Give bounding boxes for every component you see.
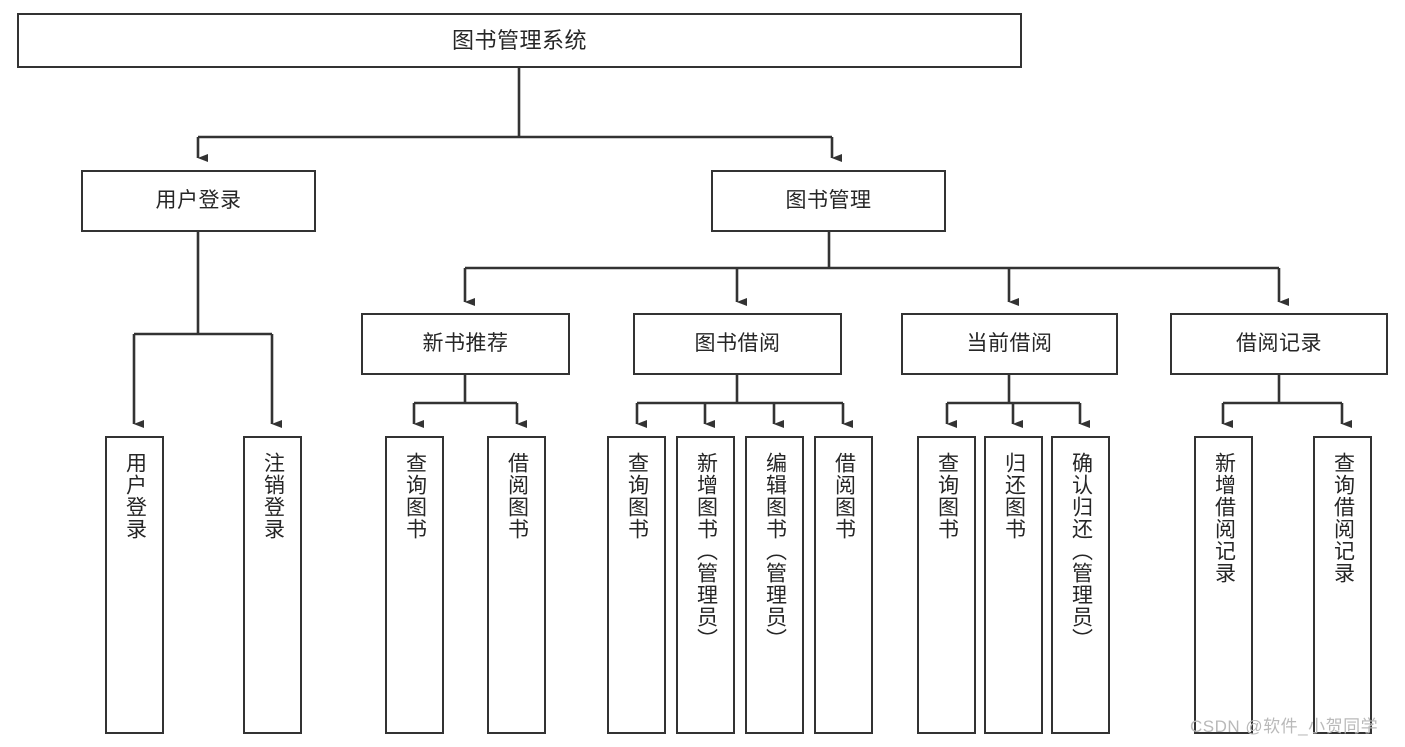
leaf-records-query-record[interactable]: 查询借阅记录	[1313, 436, 1372, 734]
leaf-borrow-lend-book[interactable]: 借阅图书	[814, 436, 873, 734]
node-book-management[interactable]: 图书管理	[711, 170, 946, 232]
leaf-borrow-edit-book-admin[interactable]: 编辑图书（管理员）	[745, 436, 804, 734]
leaf-user-logout-label: 注销登录	[261, 452, 285, 540]
leaf-current-return-book-label: 归还图书	[1002, 452, 1026, 540]
leaf-borrow-add-book-admin-label: 新增图书（管理员）	[694, 452, 718, 650]
node-borrow-records-label: 借阅记录	[1236, 331, 1322, 355]
node-root-label: 图书管理系统	[451, 27, 587, 53]
leaf-user-login-label: 用户登录	[123, 452, 147, 540]
leaf-borrow-lend-book-label: 借阅图书	[832, 452, 856, 540]
leaf-user-login[interactable]: 用户登录	[105, 436, 164, 734]
leaf-current-query-book-label: 查询图书	[935, 452, 959, 540]
node-new-book-recommend[interactable]: 新书推荐	[361, 313, 570, 375]
leaf-newbook-borrow-book-label: 借阅图书	[505, 452, 529, 540]
leaf-records-add-record[interactable]: 新增借阅记录	[1194, 436, 1253, 734]
leaf-borrow-add-book-admin[interactable]: 新增图书（管理员）	[676, 436, 735, 734]
leaf-borrow-edit-book-admin-label: 编辑图书（管理员）	[763, 452, 787, 650]
leaf-newbook-borrow-book[interactable]: 借阅图书	[487, 436, 546, 734]
leaf-current-return-book[interactable]: 归还图书	[984, 436, 1043, 734]
node-user-login[interactable]: 用户登录	[81, 170, 316, 232]
leaf-newbook-query-book-label: 查询图书	[403, 452, 427, 540]
node-borrow-records[interactable]: 借阅记录	[1170, 313, 1388, 375]
leaf-current-query-book[interactable]: 查询图书	[917, 436, 976, 734]
node-book-management-label: 图书管理	[785, 188, 872, 212]
node-new-book-recommend-label: 新书推荐	[422, 331, 509, 355]
leaf-records-query-record-label: 查询借阅记录	[1331, 452, 1355, 584]
leaf-current-confirm-return-admin-label: 确认归还（管理员）	[1069, 452, 1093, 650]
node-root[interactable]: 图书管理系统	[17, 13, 1022, 68]
watermark: CSDN @软件_小贺同学	[1190, 717, 1379, 736]
leaf-user-logout[interactable]: 注销登录	[243, 436, 302, 734]
leaf-current-confirm-return-admin[interactable]: 确认归还（管理员）	[1051, 436, 1110, 734]
leaf-borrow-query-book-label: 查询图书	[625, 452, 649, 540]
leaf-newbook-query-book[interactable]: 查询图书	[385, 436, 444, 734]
node-user-login-label: 用户登录	[155, 188, 242, 212]
node-current-borrow-label: 当前借阅	[966, 331, 1053, 355]
node-book-borrow-label: 图书借阅	[694, 331, 781, 355]
node-current-borrow[interactable]: 当前借阅	[901, 313, 1118, 375]
leaf-borrow-query-book[interactable]: 查询图书	[607, 436, 666, 734]
node-book-borrow[interactable]: 图书借阅	[633, 313, 842, 375]
leaf-records-add-record-label: 新增借阅记录	[1212, 452, 1236, 584]
